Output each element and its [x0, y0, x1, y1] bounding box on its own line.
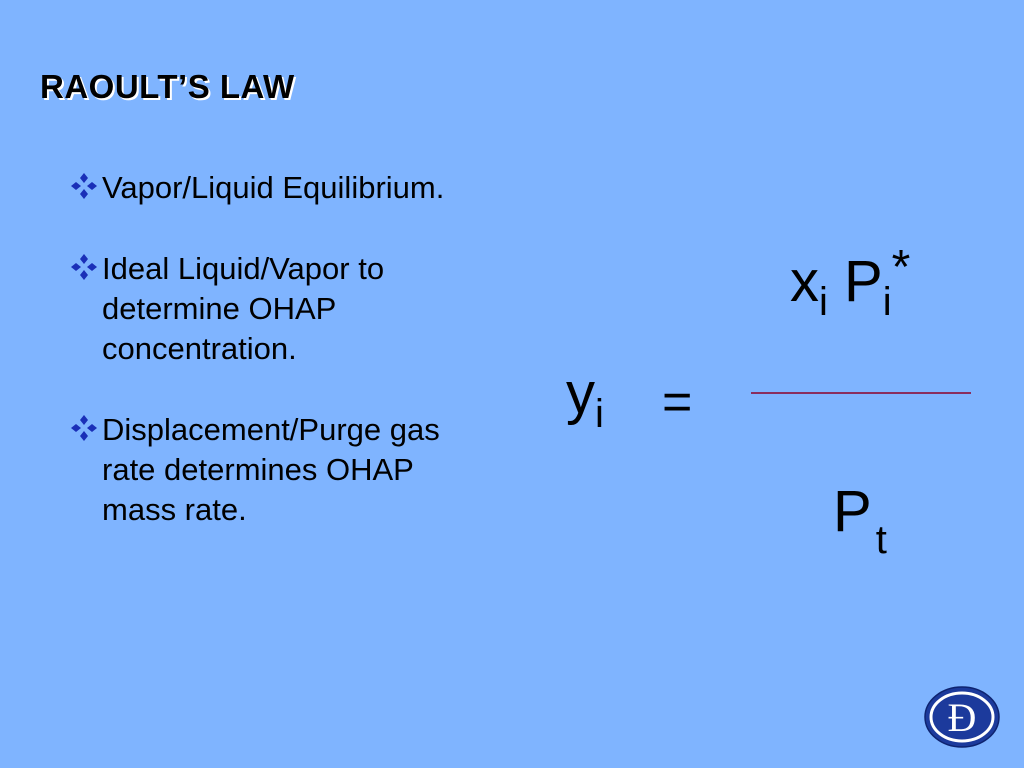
formula-numerator: xi Pi*: [790, 240, 910, 325]
bullet-text: Displacement/Purge gas rate determines O…: [102, 412, 440, 527]
numerator-p-subscript: i: [882, 280, 892, 324]
denominator-subscript: t: [875, 518, 887, 562]
bullet-text: Ideal Liquid/Vapor to determine OHAP con…: [102, 251, 385, 366]
slide-title: RAOULT’S LAW: [40, 68, 295, 105]
fraction-line: [751, 392, 971, 394]
bullet-item: Ideal Liquid/Vapor to determine OHAP con…: [64, 249, 484, 369]
bullet-item: Vapor/Liquid Equilibrium.: [64, 168, 484, 208]
diamond-bullet-icon: [71, 173, 97, 199]
lhs-variable: y: [566, 361, 595, 426]
logo-badge-icon: Đ: [924, 686, 1000, 748]
numerator-x: x: [790, 249, 819, 314]
bullet-list: Vapor/Liquid Equilibrium. Ideal Liquid/V…: [64, 168, 484, 571]
diamond-bullet-icon: [71, 415, 97, 441]
denominator-p: P: [833, 479, 872, 544]
bullet-text: Vapor/Liquid Equilibrium.: [102, 170, 445, 205]
lhs-subscript: i: [595, 392, 604, 436]
logo-letter: Đ: [948, 695, 977, 740]
numerator-p: P: [844, 249, 883, 314]
numerator-p-superscript: *: [891, 241, 911, 294]
numerator-x-subscript: i: [819, 280, 828, 324]
diamond-bullet-icon: [71, 254, 97, 280]
formula-lhs: yi: [566, 360, 604, 437]
bullet-item: Displacement/Purge gas rate determines O…: [64, 410, 484, 530]
equals-sign: =: [662, 373, 693, 431]
